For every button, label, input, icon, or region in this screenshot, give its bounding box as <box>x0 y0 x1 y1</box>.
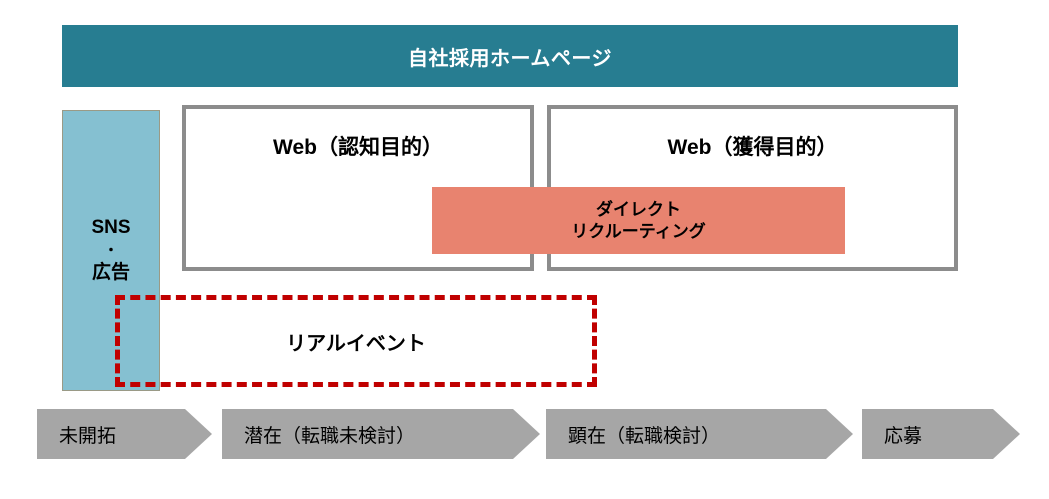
own-recruiting-homepage-label: 自社採用ホームページ <box>408 47 612 70</box>
direct-recruiting-line-2: リクルーティング <box>571 221 706 241</box>
funnel-stage-application-label: 応募 <box>884 425 923 447</box>
sns-ads-line-1: SNS <box>91 217 131 239</box>
funnel-stage-undeveloped: 未開拓 <box>37 409 212 459</box>
sns-ads-separator-dot: ・ <box>104 242 118 259</box>
funnel-stage-active-label: 顕在（転職検討） <box>568 425 721 447</box>
own-recruiting-homepage-banner: 自社採用ホームページ <box>62 25 958 87</box>
sns-ads-line-3: 広告 <box>91 261 130 283</box>
funnel-stage-latent-label: 潜在（転職未検討） <box>244 425 416 447</box>
real-event-box: リアルイベント <box>115 295 597 387</box>
web-awareness-label: Web（認知目的） <box>273 136 443 159</box>
direct-recruiting-band: ダイレクト リクルーティング <box>432 187 845 254</box>
web-acquisition-label: Web（獲得目的） <box>667 136 838 159</box>
real-event-label: リアルイベント <box>286 332 426 355</box>
funnel-stage-application: 応募 <box>862 409 1020 459</box>
funnel-stage-latent: 潜在（転職未検討） <box>222 409 540 459</box>
funnel-stage-active: 顕在（転職検討） <box>546 409 853 459</box>
sns-ads-block: SNS ・ 広告 <box>62 110 160 391</box>
direct-recruiting-line-1: ダイレクト <box>596 200 681 220</box>
funnel-stage-undeveloped-label: 未開拓 <box>59 425 117 447</box>
